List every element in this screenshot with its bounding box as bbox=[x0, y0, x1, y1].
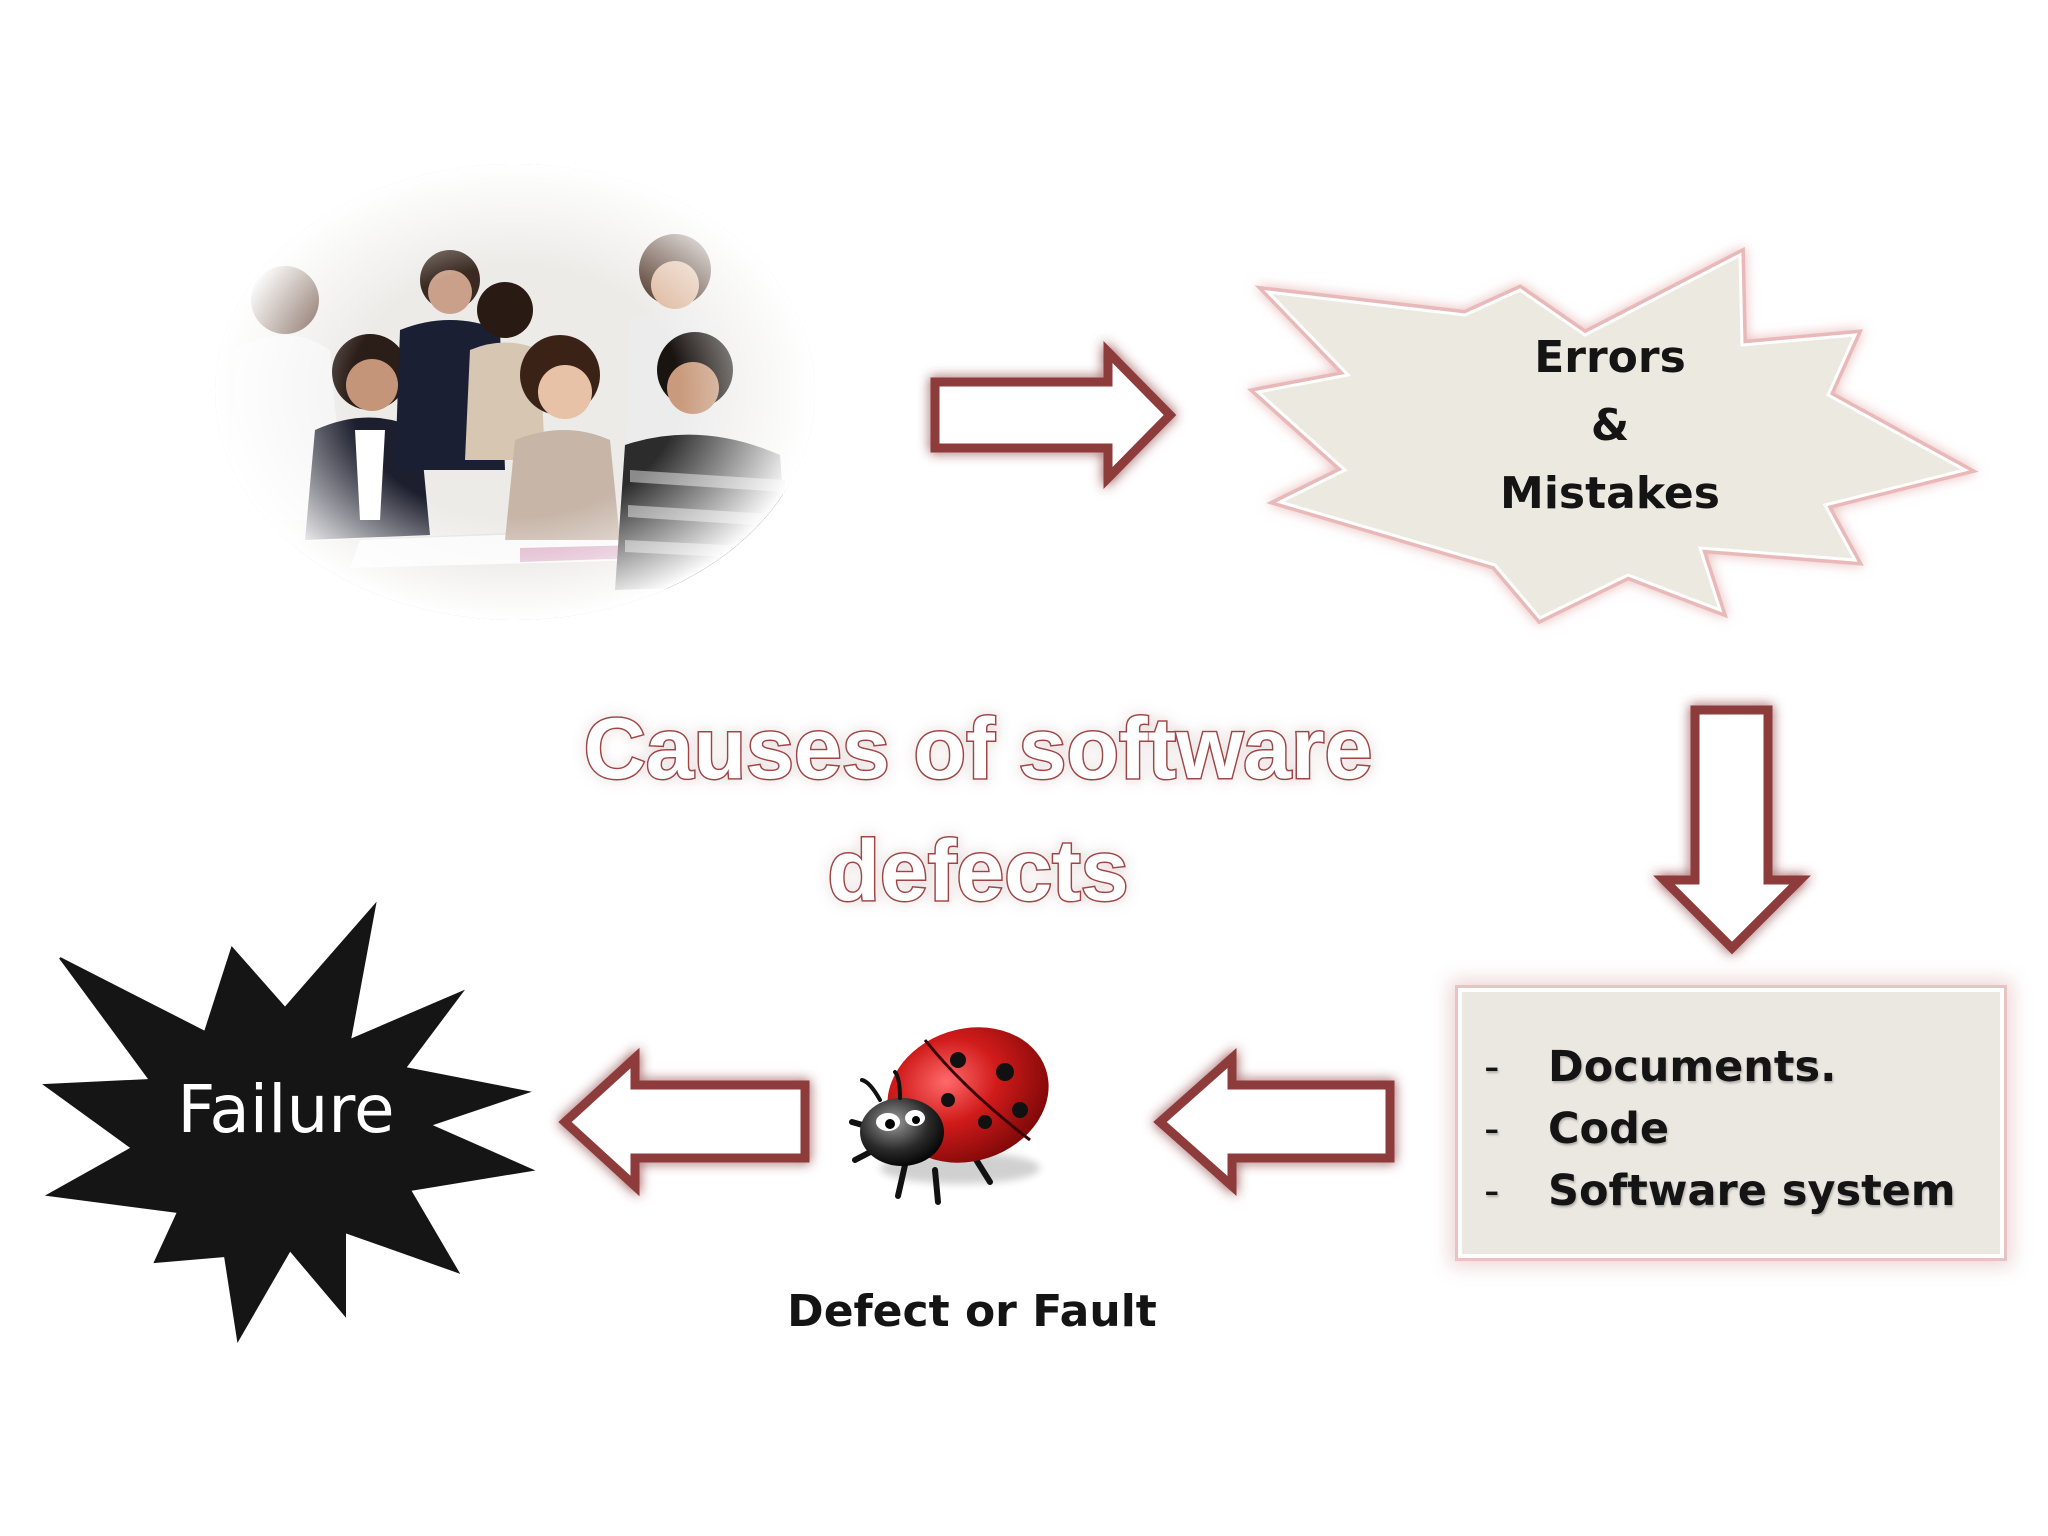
bullet-dash: - bbox=[1484, 1104, 1500, 1154]
diagram-title: Causes of software defects bbox=[582, 700, 1374, 921]
bullet-dash: - bbox=[1484, 1166, 1500, 1216]
title-line1: Causes of software bbox=[584, 701, 1373, 797]
item-documents-label: Documents. bbox=[1548, 1042, 1837, 1092]
item-software-system-label: Software system bbox=[1548, 1166, 1956, 1216]
artifacts-box: - Documents. - Code - Software system bbox=[1458, 988, 2004, 1258]
title-line2: defects bbox=[827, 823, 1128, 919]
failure-burst: Failure bbox=[42, 901, 536, 1343]
arrow-left-to-defect bbox=[1153, 1047, 1395, 1197]
item-code-label: Code bbox=[1548, 1104, 1670, 1154]
list-item-code: - Code bbox=[1484, 1098, 2000, 1160]
arrow-down bbox=[1653, 705, 1811, 955]
arrow-left-to-failure bbox=[558, 1047, 810, 1197]
errors-burst: Errors & Mistakes bbox=[1247, 246, 1979, 625]
errors-label: Errors bbox=[1534, 332, 1686, 383]
list-item-documents: - Documents. bbox=[1484, 1036, 2000, 1098]
arrow-right bbox=[930, 341, 1177, 489]
bullet-dash: - bbox=[1484, 1042, 1500, 1092]
failure-label: Failure bbox=[177, 1071, 394, 1148]
list-item-software-system: - Software system bbox=[1484, 1160, 2000, 1222]
ampersand-label: & bbox=[1591, 400, 1629, 451]
people-photo-icon bbox=[215, 164, 815, 620]
defect-label: Defect or Fault bbox=[787, 1286, 1157, 1337]
ladybug-icon bbox=[849, 1027, 1049, 1205]
mistakes-label: Mistakes bbox=[1500, 468, 1720, 519]
